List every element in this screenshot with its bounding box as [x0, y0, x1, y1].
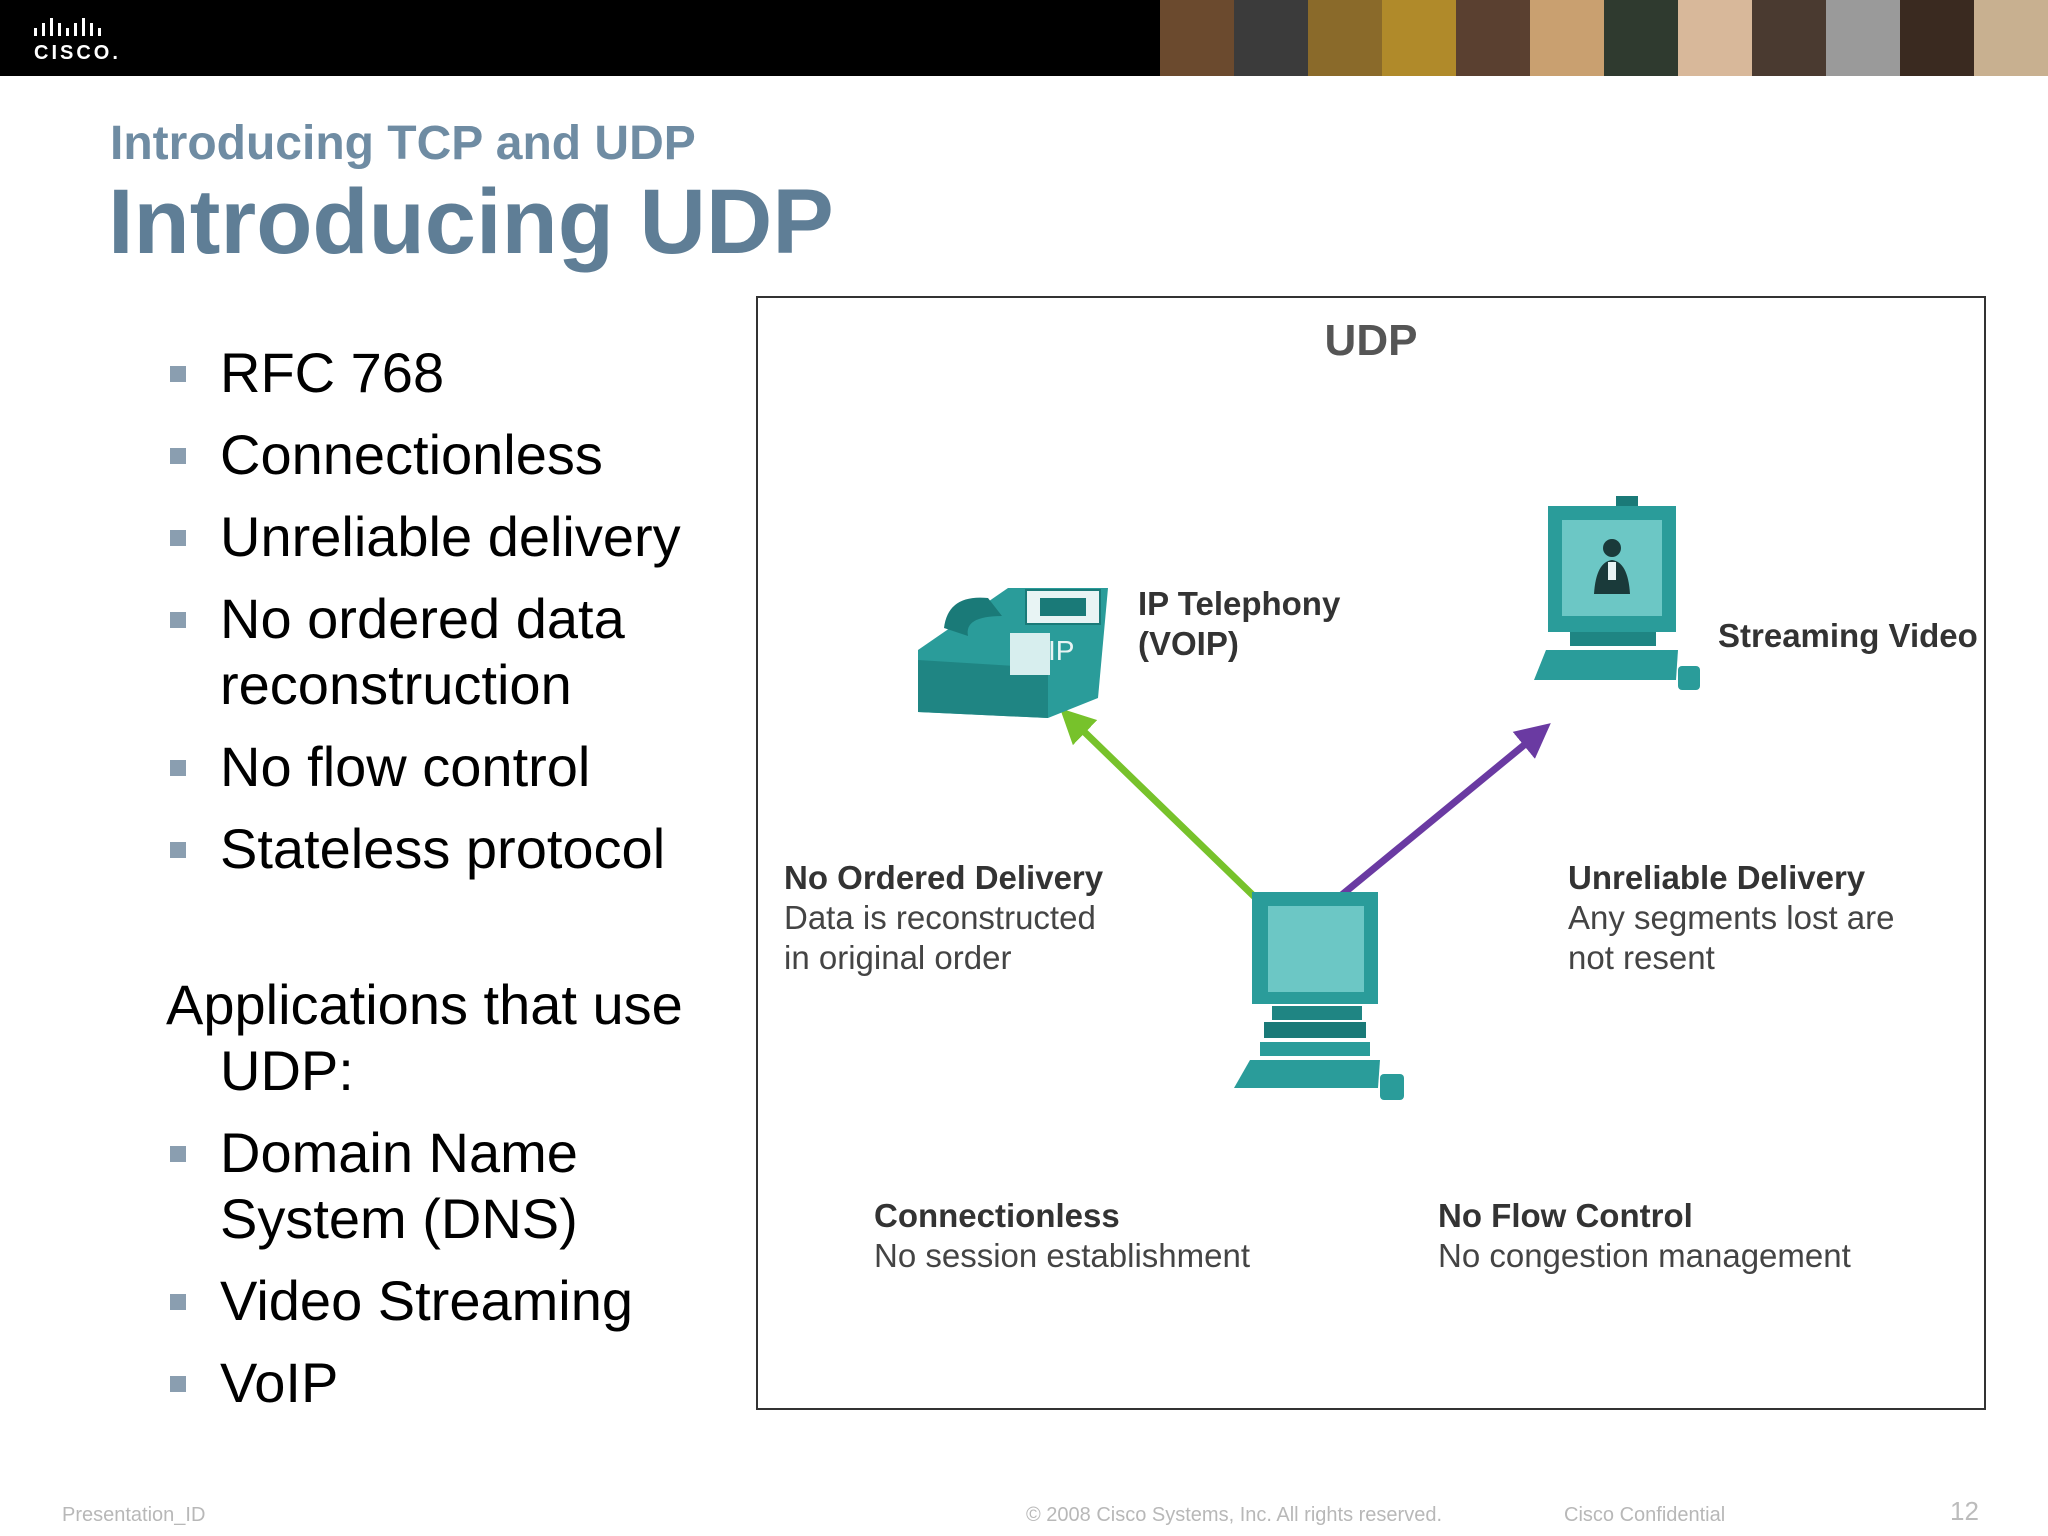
phone-ip-text: IP [1048, 635, 1074, 666]
bullet-text: Connectionless [220, 423, 603, 486]
header-photo [1752, 0, 1826, 76]
bullet-text: RFC 768 [220, 341, 445, 404]
list-item: No flow control [166, 734, 726, 800]
header-photo [1234, 0, 1308, 76]
connectionless-text: No session establishment [874, 1237, 1251, 1274]
purple-arrow [1335, 723, 1551, 901]
header-photo-strip [1160, 0, 2048, 76]
bullet-square-icon [170, 612, 186, 628]
header-photo [1900, 0, 1974, 76]
bullet-square-icon [170, 448, 186, 464]
bullet-text: VoIP [220, 1351, 339, 1414]
no-ordered-title: No Ordered Delivery [784, 859, 1104, 896]
green-arrow [1059, 708, 1267, 909]
bullet-text: Domain Name System (DNS) [220, 1121, 578, 1250]
bullet-text: Unreliable delivery [220, 505, 681, 568]
bullet-square-icon [170, 760, 186, 776]
header-photo [1678, 0, 1752, 76]
list-item: Video Streaming [166, 1268, 726, 1334]
page-number: 12 [1950, 1496, 1979, 1526]
udp-diagram: UDP IP [756, 296, 1986, 1410]
streaming-video-label: Streaming Video [1718, 616, 1978, 656]
brand-text: CISCO. [34, 42, 121, 64]
list-item: VoIP [166, 1350, 726, 1416]
bullet-text: No flow control [220, 735, 591, 798]
presentation-id: Presentation_ID [62, 1504, 206, 1526]
udp-apps-list: Domain Name System (DNS) Video Streaming… [166, 1120, 726, 1416]
header-photo [1456, 0, 1530, 76]
list-item: No ordered data reconstruction [166, 586, 726, 718]
no-ordered-line2: in original order [784, 939, 1012, 976]
noflow-text: No congestion management [1438, 1237, 1851, 1274]
list-item: Domain Name System (DNS) [166, 1120, 726, 1252]
ip-phone-icon: IP [918, 588, 1108, 718]
connectionless-title: Connectionless [874, 1197, 1120, 1234]
computer-icon [1234, 892, 1404, 1100]
header-photo [1826, 0, 1900, 76]
udp-features-list: RFC 768 Connectionless Unreliable delive… [166, 340, 726, 882]
streaming-video-text: Streaming Video [1718, 617, 1978, 654]
slide-title: Introducing UDP [108, 171, 834, 273]
header-photo [1160, 0, 1234, 76]
ip-telephony-line1: IP Telephony [1138, 585, 1341, 622]
header-photo [1530, 0, 1604, 76]
bullet-square-icon [170, 530, 186, 546]
header-bar: CISCO. [0, 0, 2048, 76]
no-ordered-delivery-label: No Ordered Delivery Data is reconstructe… [784, 858, 1103, 978]
confidential-text: Cisco Confidential [1564, 1504, 1726, 1526]
bullet-text: Video Streaming [220, 1269, 633, 1332]
apps-heading: Applications that use UDP: [166, 973, 683, 1102]
ip-telephony-line2: (VOIP) [1138, 625, 1239, 662]
header-photo [1604, 0, 1678, 76]
bullet-square-icon [170, 842, 186, 858]
unreliable-line1: Any segments lost are [1568, 899, 1895, 936]
header-photo [1382, 0, 1456, 76]
cisco-bars-icon [34, 18, 101, 36]
bullet-text: No ordered data reconstruction [220, 587, 625, 716]
unreliable-line2: not resent [1568, 939, 1715, 976]
bullet-square-icon [170, 366, 186, 382]
diagram-title: UDP [1324, 316, 1418, 365]
no-flow-control-label: No Flow Control No congestion management [1438, 1196, 1851, 1276]
copyright-text: © 2008 Cisco Systems, Inc. All rights re… [1026, 1504, 1443, 1526]
unreliable-title: Unreliable Delivery [1568, 859, 1866, 896]
list-item: Connectionless [166, 422, 726, 488]
bullet-square-icon [170, 1146, 186, 1162]
slide-subtitle: Introducing TCP and UDP [110, 117, 696, 170]
connectionless-label: Connectionless No session establishment [874, 1196, 1250, 1276]
bullet-text: Stateless protocol [220, 817, 666, 880]
diagram-graphics: IP [918, 496, 1700, 1100]
list-item: RFC 768 [166, 340, 726, 406]
cisco-logo: CISCO. [28, 14, 128, 64]
list-item: Stateless protocol [166, 816, 726, 882]
ip-telephony-label: IP Telephony(VOIP) [1138, 584, 1340, 664]
no-ordered-line1: Data is reconstructed [784, 899, 1096, 936]
list-item: Unreliable delivery [166, 504, 726, 570]
unreliable-delivery-label: Unreliable Delivery Any segments lost ar… [1568, 858, 1895, 978]
noflow-title: No Flow Control [1438, 1197, 1693, 1234]
video-terminal-icon [1534, 496, 1700, 690]
bullet-square-icon [170, 1294, 186, 1310]
header-photo [1308, 0, 1382, 76]
bullet-square-icon [170, 1376, 186, 1392]
bullet-section: RFC 768 Connectionless Unreliable delive… [166, 340, 726, 1432]
header-photo [1974, 0, 2048, 76]
